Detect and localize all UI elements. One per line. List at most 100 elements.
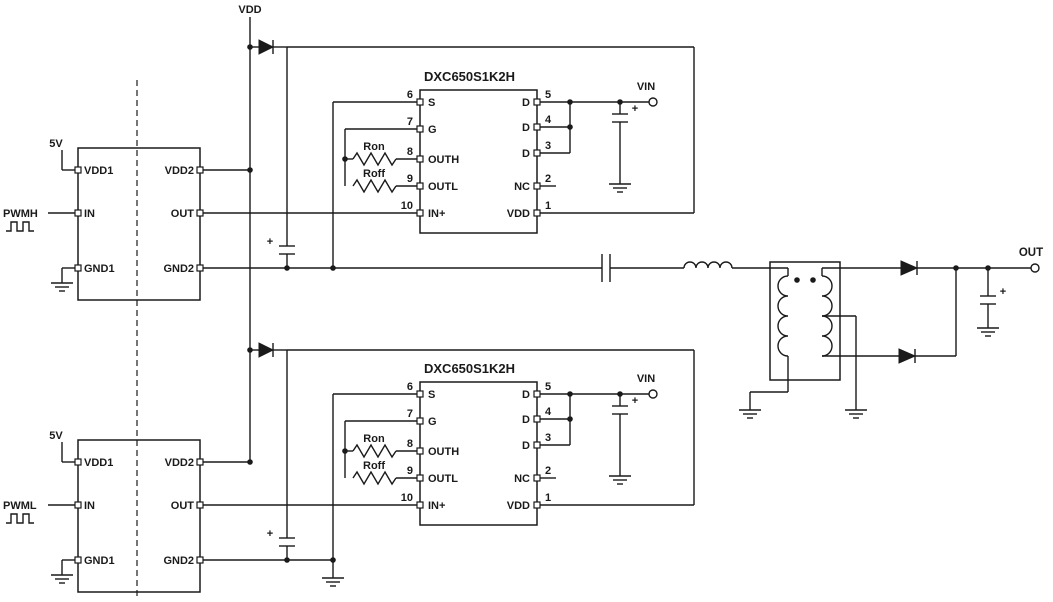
polarity-plus: + [1000,286,1006,298]
pin-name: G [428,124,437,136]
pin-label-vdd1: VDD1 [84,165,113,177]
pin-number: 8 [407,146,413,158]
ground-icon [845,409,867,419]
pin-number: 7 [407,408,413,420]
ron-label: Ron [363,433,385,445]
supply-5v-label: 5V [49,138,63,150]
ground-icon [609,475,631,485]
phase-dot [810,277,816,283]
pwm-input-label: PWMH [3,208,38,220]
pin-name: G [428,416,437,428]
output-stage: + OUT [333,247,1043,419]
pin-number: 2 [545,173,551,185]
bulk-capacitor-icon: + [612,394,638,476]
pin-label-out: OUT [171,208,195,220]
ground-icon [739,409,761,419]
polarity-plus: + [632,103,638,115]
pin-name: D [522,148,530,160]
roff-resistor-icon [352,470,397,486]
pin-name: D [522,414,530,426]
pin-name: D [522,97,530,109]
diode-icon [258,342,275,358]
pin-name: VDD [507,208,530,220]
ground-icon [609,183,631,193]
pin-name: OUTL [428,181,458,193]
pwm-input-label: PWML [3,500,37,512]
rectifier-diode-icon [900,260,919,276]
polarity-plus: + [267,236,273,248]
primary-winding-icon [777,275,789,357]
pin-number: 1 [545,492,551,504]
square-wave-icon [6,513,34,524]
pin-number: 6 [407,381,413,393]
pin-number: 8 [407,438,413,450]
pin-name: D [522,122,530,134]
pin-name: D [522,440,530,452]
pin-number: 10 [401,492,413,504]
transformer [739,261,867,419]
pin-name: S [428,389,435,401]
pin-number: 1 [545,200,551,212]
wires: + Ron Roff [203,373,694,563]
pin-label-vdd1: VDD1 [84,457,113,469]
pin-number: 3 [545,140,551,152]
isolator-body [77,147,201,301]
ground-icon [51,574,73,584]
roff-resistor-icon [352,178,397,194]
bypass-capacitor-icon: + [267,528,295,560]
pin-number: 6 [407,89,413,101]
gate-driver-module: DXC650S1K2H 6 7 8 9 10 S G OUTH OUTL IN+… [401,69,552,234]
ground-icon [51,282,73,292]
inductor-icon [683,261,733,269]
polarity-plus: + [632,395,638,407]
pin-name: D [522,389,530,401]
bootstrap-capacitor-icon: + [267,236,295,268]
ron-resistor-icon [352,151,397,167]
roff-label: Roff [363,168,385,180]
pin-number: 9 [407,465,413,477]
diode-icon [258,39,275,55]
pin-label-in: IN [84,208,95,220]
pin-number: 2 [545,465,551,477]
pin-number: 5 [545,381,551,393]
wires: + Ron Roff [203,81,694,271]
ron-label: Ron [363,141,385,153]
low-side-section: + Ron Roff [3,361,694,593]
pin-number: 3 [545,432,551,444]
pin-label-gnd2: GND2 [163,555,194,567]
pin-name: NC [514,181,530,193]
low-side-ground [322,560,344,587]
vdd-rail-label: VDD [238,4,261,16]
pin-label-out: OUT [171,500,195,512]
vin-terminal-icon [648,97,658,107]
vin-label: VIN [637,81,655,93]
pin-number: 4 [545,114,552,126]
pin-number: 7 [407,116,413,128]
module-title: DXC650S1K2H [424,69,515,84]
pin-name: IN+ [428,500,445,512]
pin-name: OUTH [428,154,459,166]
vin-label: VIN [637,373,655,385]
ground-icon [977,327,999,337]
supply-5v-label: 5V [49,430,63,442]
pin-number: 4 [545,406,552,418]
pin-number: 5 [545,89,551,101]
square-wave-icon [6,221,34,232]
pin-name: VDD [507,500,530,512]
pin-name: OUTH [428,446,459,458]
vin-terminal-icon [648,389,658,399]
low-side-vdd-feed [250,342,695,538]
pin-label-in: IN [84,500,95,512]
rectifier-diode-icon [898,348,917,364]
pin-label-gnd1: GND1 [84,555,115,567]
isolator: VDD1 IN GND1 VDD2 OUT GND2 5V PWMH [3,138,204,301]
pin-label-gnd2: GND2 [163,263,194,275]
pin-number: 9 [407,173,413,185]
pin-label-vdd2: VDD2 [165,457,194,469]
ron-resistor-icon [352,443,397,459]
polarity-plus: + [267,528,273,540]
pin-name: OUTL [428,473,458,485]
pin-name: S [428,97,435,109]
